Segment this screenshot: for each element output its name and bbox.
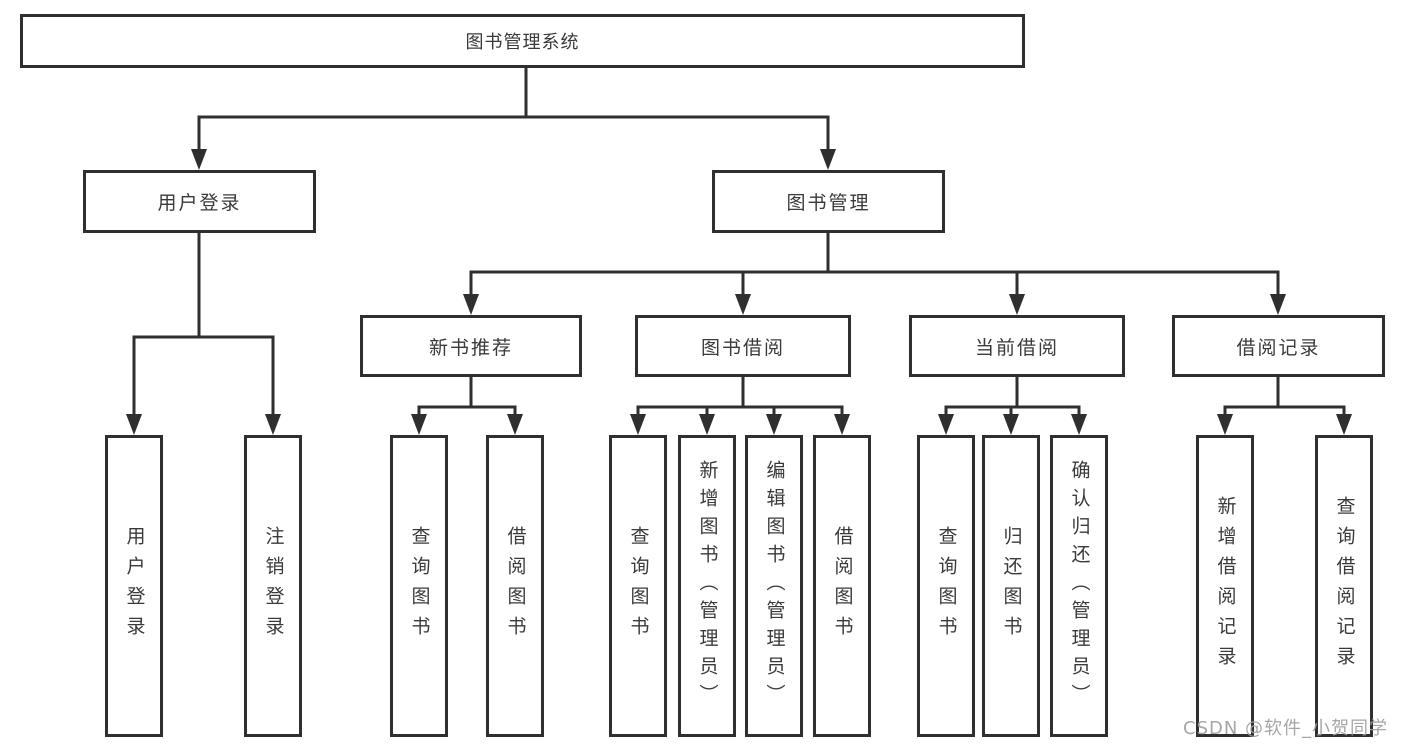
leaf-query-books-current-label: 查询图书 xyxy=(935,526,958,646)
node-root: 图书管理系统 xyxy=(20,14,1025,68)
node-root-label: 图书管理系统 xyxy=(465,32,580,53)
node-book-borrow: 图书借阅 xyxy=(635,315,851,377)
leaf-add-books-admin: 新增图书（管理员） xyxy=(678,435,736,737)
leaf-logout-login-label: 注销登录 xyxy=(262,526,285,646)
node-user-login-label: 用户登录 xyxy=(157,192,242,214)
leaf-query-books-current: 查询图书 xyxy=(917,435,975,737)
node-user-login: 用户登录 xyxy=(83,170,316,233)
node-borrow-records-label: 借阅记录 xyxy=(1236,336,1321,359)
leaf-borrow-books: 借阅图书 xyxy=(813,435,871,737)
leaf-user-login: 用户登录 xyxy=(105,435,163,737)
leaf-confirm-return-admin-label: 确认归还（管理员） xyxy=(1068,460,1091,712)
leaf-query-books-recommend-label: 查询图书 xyxy=(408,526,431,646)
leaf-query-borrow-record: 查询借阅记录 xyxy=(1315,435,1373,737)
leaf-add-borrow-record: 新增借阅记录 xyxy=(1196,435,1254,737)
leaf-user-login-label: 用户登录 xyxy=(123,526,146,646)
leaf-borrow-books-label: 借阅图书 xyxy=(831,526,854,646)
leaf-edit-books-admin-label: 编辑图书（管理员） xyxy=(763,460,786,712)
leaf-query-books-recommend: 查询图书 xyxy=(390,435,448,737)
leaf-borrow-books-recommend: 借阅图书 xyxy=(486,435,544,737)
node-book-management-label: 图书管理 xyxy=(786,192,871,214)
node-new-book-recommend-label: 新书推荐 xyxy=(428,336,513,359)
leaf-confirm-return-admin: 确认归还（管理员） xyxy=(1050,435,1108,737)
leaf-add-books-admin-label: 新增图书（管理员） xyxy=(696,460,719,712)
csdn-watermark: CSDN @软件_小贺同学 xyxy=(1183,718,1389,739)
leaf-return-books-label: 归还图书 xyxy=(1000,526,1023,646)
leaf-borrow-books-recommend-label: 借阅图书 xyxy=(504,526,527,646)
node-current-borrow: 当前借阅 xyxy=(909,315,1125,377)
leaf-add-borrow-record-label: 新增借阅记录 xyxy=(1214,496,1237,676)
leaf-return-books: 归还图书 xyxy=(982,435,1040,737)
node-current-borrow-label: 当前借阅 xyxy=(974,336,1059,359)
node-new-book-recommend: 新书推荐 xyxy=(360,315,582,377)
leaf-query-borrow-record-label: 查询借阅记录 xyxy=(1333,496,1356,676)
node-book-borrow-label: 图书借阅 xyxy=(700,336,785,359)
leaf-query-books-borrow-label: 查询图书 xyxy=(627,526,650,646)
leaf-edit-books-admin: 编辑图书（管理员） xyxy=(745,435,803,737)
node-borrow-records: 借阅记录 xyxy=(1172,315,1385,377)
node-book-management: 图书管理 xyxy=(712,170,945,233)
leaf-query-books-borrow: 查询图书 xyxy=(609,435,667,737)
leaf-logout-login: 注销登录 xyxy=(244,435,302,737)
